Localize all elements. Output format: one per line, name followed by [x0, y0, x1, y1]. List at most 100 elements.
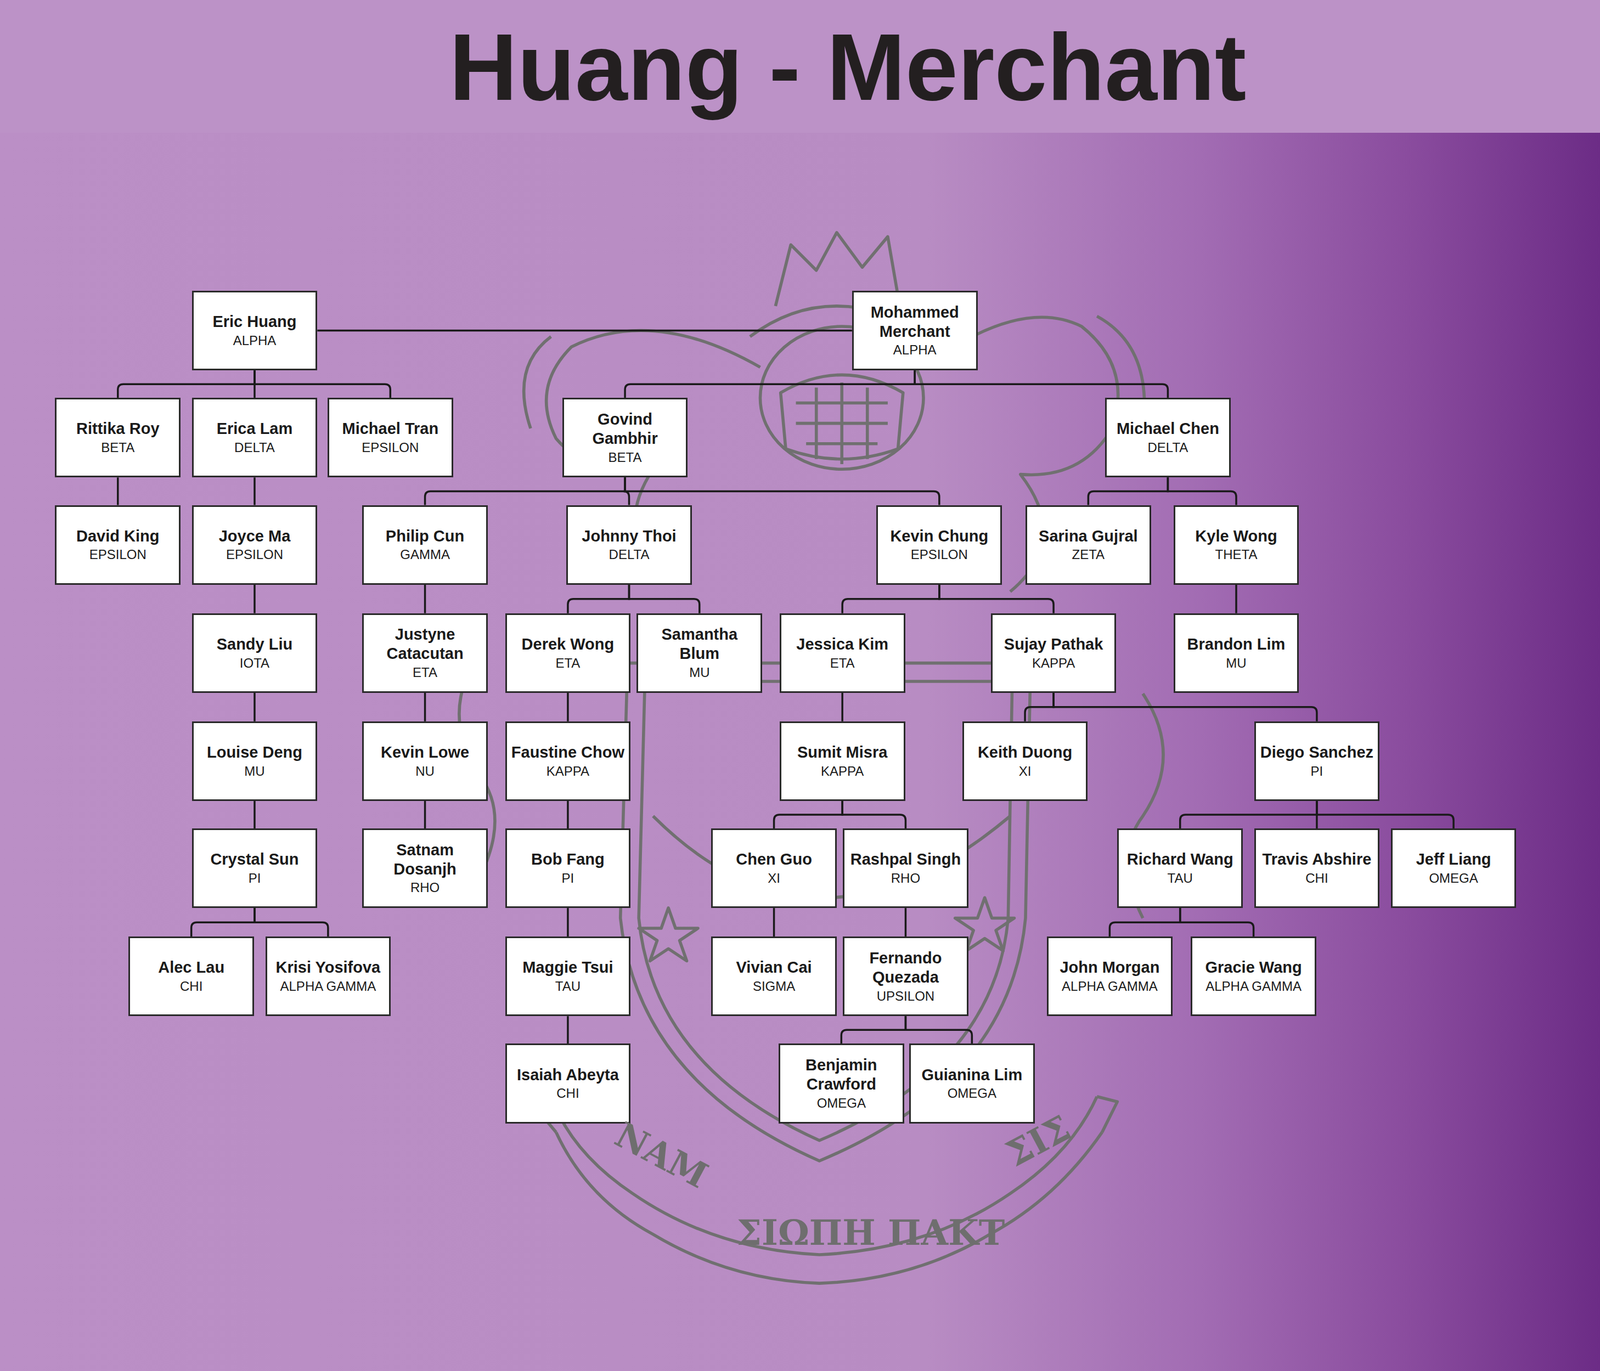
member-name: Justyne Catacutan — [368, 624, 482, 664]
chapter-name: CHI — [1305, 870, 1328, 887]
member-name: Alec Lau — [158, 958, 225, 978]
member-name: Richard Wang — [1127, 849, 1234, 870]
member-name: Derek Wong — [521, 634, 615, 655]
member-name: Faustine Chow — [511, 742, 625, 763]
member-box: Vivian CaiSIGMA — [711, 936, 837, 1017]
member-box: Guianina LimOMEGA — [909, 1043, 1035, 1124]
chapter-name: CHI — [179, 978, 203, 995]
member-box: Maggie TsuiTAU — [505, 936, 632, 1017]
lineage-connector — [904, 908, 907, 937]
member-name: Maggie Tsui — [522, 958, 613, 978]
member-box: Eric HuangALPHA — [192, 290, 318, 371]
member-name: Gracie Wang — [1205, 958, 1303, 978]
lineage-connector — [317, 329, 853, 332]
lineage-connector — [1235, 584, 1238, 614]
member-name: Diego Sanchez — [1260, 742, 1374, 763]
lineage-connector — [1109, 908, 1180, 937]
member-box: Sumit MisraKAPPA — [779, 721, 906, 802]
member-box: John MorganALPHA GAMMA — [1046, 936, 1173, 1017]
member-name: Crystal Sun — [210, 849, 299, 870]
member-box: Kyle WongTHETA — [1173, 505, 1300, 585]
member-box: Rittika RoyBETA — [54, 397, 181, 478]
member-box: Samantha BlumMU — [636, 613, 763, 694]
chapter-name: GAMMA — [400, 546, 450, 563]
member-box: Joyce MaEPSILON — [192, 505, 318, 585]
lineage-connector — [1024, 693, 1054, 722]
member-box: Justyne CatacutanETA — [362, 613, 488, 694]
lineage-connector — [841, 693, 844, 722]
member-box: David KingEPSILON — [54, 505, 181, 585]
member-name: Kyle Wong — [1195, 526, 1277, 546]
member-name: Kevin Lowe — [380, 742, 470, 763]
member-box: Jessica KimETA — [779, 613, 906, 694]
chapter-name: DELTA — [609, 546, 650, 563]
diagram-title: Huang - Merchant — [0, 19, 1600, 115]
lineage-connector — [624, 370, 915, 398]
chapter-name: DELTA — [234, 439, 275, 456]
lineage-connector — [566, 693, 569, 722]
lineage-connector — [116, 477, 120, 505]
member-name: Chen Guo — [735, 849, 813, 870]
member-box: Govind GambhirBETA — [562, 397, 689, 478]
member-box: Alec LauCHI — [128, 936, 255, 1017]
member-box: Gracie WangALPHA GAMMA — [1190, 936, 1317, 1017]
member-name: Joyce Ma — [218, 526, 291, 546]
member-box: Travis AbshireCHI — [1254, 828, 1380, 909]
chapter-name: MU — [244, 763, 265, 780]
lineage-connector — [939, 584, 1054, 614]
motto-text: NAM — [608, 1113, 715, 1197]
member-box: Kevin ChungEPSILON — [876, 505, 1002, 585]
member-name: Samantha Blum — [642, 624, 757, 664]
lineage-connector — [628, 584, 700, 614]
member-name: Isaiah Abeyta — [516, 1065, 619, 1085]
member-box: Chen GuoXI — [711, 828, 837, 909]
lineage-connector — [254, 908, 329, 937]
member-name: Rashpal Singh — [850, 849, 961, 870]
chapter-name: ETA — [412, 664, 438, 681]
member-name: Michael Tran — [341, 419, 439, 439]
chapter-name: THETA — [1215, 546, 1258, 563]
lineage-connector — [1180, 801, 1317, 829]
member-box: Isaiah AbeytaCHI — [505, 1043, 632, 1124]
chapter-name: BETA — [100, 439, 135, 456]
chapter-name: DELTA — [1147, 439, 1189, 456]
member-box: Michael TranEPSILON — [327, 397, 454, 478]
chapter-name: KAPPA — [820, 763, 864, 780]
lineage-connector — [566, 908, 569, 937]
member-name: Eric Huang — [212, 312, 297, 332]
lineage-connector — [1053, 693, 1317, 722]
member-box: Michael ChenDELTA — [1105, 397, 1231, 478]
member-name: Fernando Quezada — [848, 948, 963, 988]
member-name: Keith Duong — [977, 742, 1073, 763]
member-name: Govind Gambhir — [568, 409, 683, 449]
member-name: Erica Lam — [216, 419, 294, 439]
lineage-connector — [254, 370, 391, 398]
chapter-name: SIGMA — [752, 978, 796, 995]
chapter-name: KAPPA — [546, 763, 590, 780]
member-box: Mohammed MerchantALPHA — [852, 290, 978, 371]
member-box: Sandy LiuIOTA — [192, 613, 318, 694]
chapter-name: MU — [1225, 655, 1247, 672]
member-name: Sandy Liu — [216, 634, 294, 655]
lineage-connector — [1180, 908, 1254, 937]
member-box: Bob FangPI — [505, 828, 632, 909]
member-name: Krisi Yosifova — [275, 958, 381, 978]
chapter-name: EPSILON — [226, 546, 284, 563]
lineage-connector — [841, 1016, 906, 1044]
member-box: Johnny ThoiDELTA — [566, 505, 692, 585]
member-name: Vivian Cai — [736, 958, 813, 978]
chapter-name: ETA — [830, 655, 855, 672]
chapter-name: CHI — [556, 1085, 579, 1102]
lineage-connector — [774, 801, 843, 829]
chapter-name: PI — [1310, 763, 1324, 780]
chapter-name: OMEGA — [817, 1095, 866, 1112]
lineage-connector — [425, 477, 626, 505]
member-box: Krisi YosifovaALPHA GAMMA — [265, 936, 392, 1017]
member-name: Michael Chen — [1116, 419, 1220, 439]
chapter-name: KAPPA — [1032, 655, 1075, 672]
member-name: Rittika Roy — [76, 419, 160, 439]
lineage-connector — [253, 477, 256, 505]
member-box: Crystal SunPI — [192, 828, 318, 909]
lineage-connector — [424, 801, 427, 829]
